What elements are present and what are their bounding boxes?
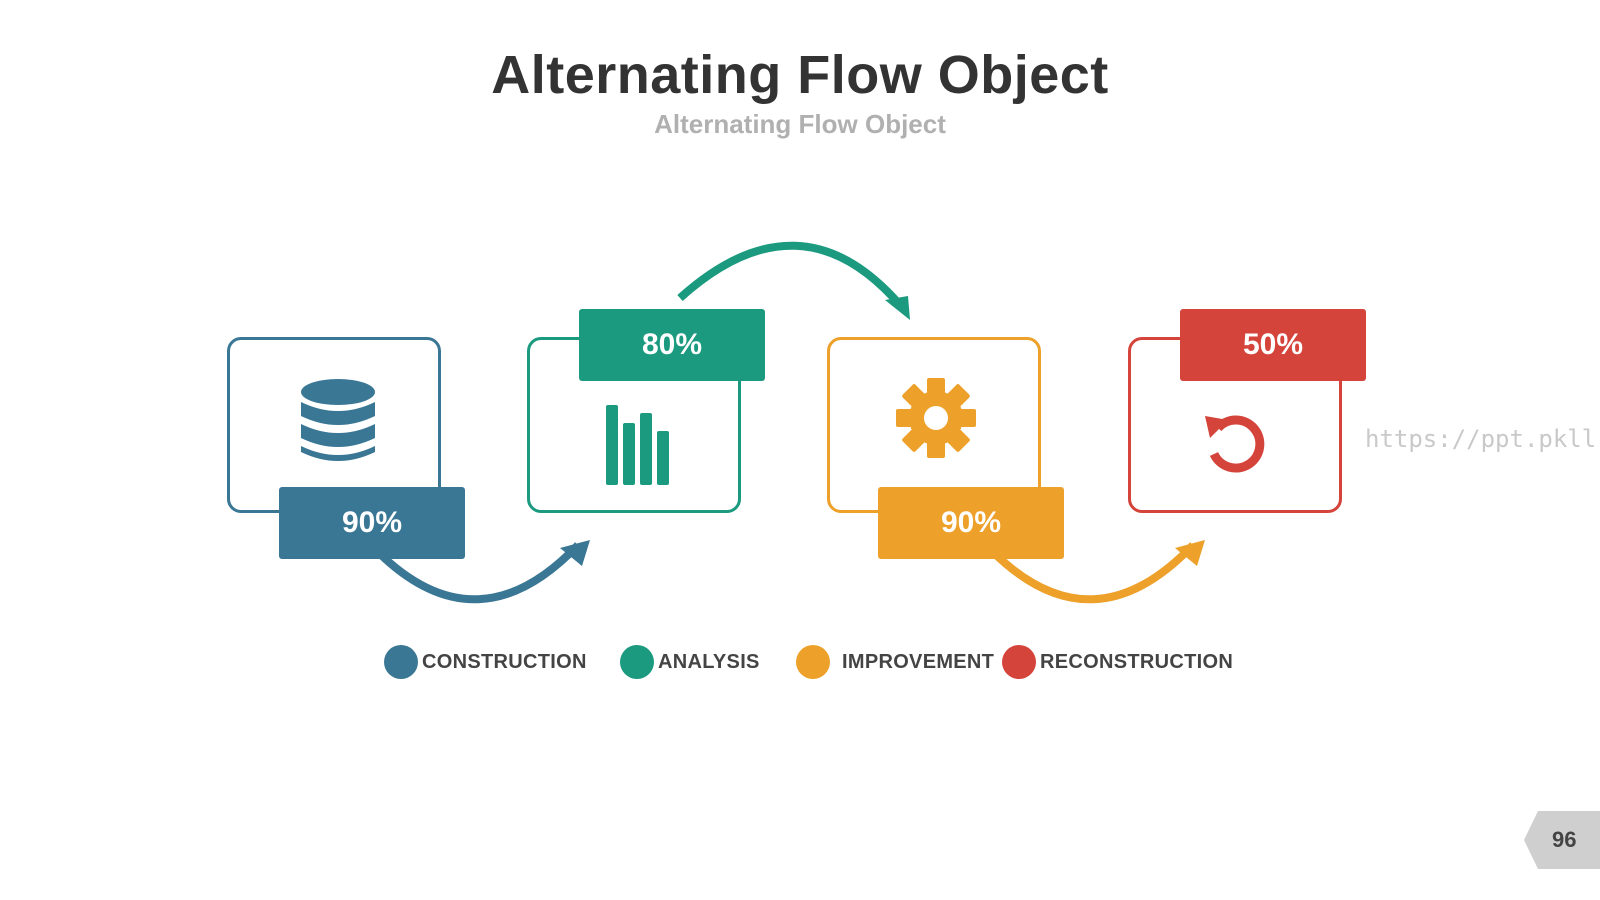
arrow-improvement-to-reconstruction [990, 542, 1196, 604]
bar-chart-icon [606, 405, 669, 485]
step-percent-construction: 90% [279, 487, 465, 559]
legend-item-analysis: ANALYSIS [620, 645, 760, 679]
legend-dot [1002, 645, 1036, 679]
legend-dot [796, 645, 830, 679]
page-number: 96 [1552, 827, 1577, 852]
arrow-analysis-to-improvement [677, 241, 904, 308]
arrow-head-analysis [885, 296, 910, 320]
step-percent-analysis: 80% [579, 309, 765, 381]
legend-item-reconstruction: RECONSTRUCTION [1002, 645, 1233, 679]
arrow-construction-to-analysis [375, 542, 581, 604]
page-number-badge: 96 [1524, 811, 1600, 869]
legend-label: RECONSTRUCTION [1040, 650, 1234, 673]
step-percent-reconstruction: 50% [1180, 309, 1366, 381]
refresh-icon [1205, 415, 1265, 473]
legend-label: ANALYSIS [658, 650, 760, 673]
step-card-construction [227, 337, 441, 513]
page-badge-shape [1524, 811, 1600, 869]
database-icon [301, 379, 375, 461]
slide-subtitle: Alternating Flow Object [654, 109, 946, 139]
step-percent-improvement: 90% [878, 487, 1064, 559]
legend-label: IMPROVEMENT [842, 650, 995, 673]
legend-item-construction: CONSTRUCTION [384, 645, 587, 679]
legend-dot [620, 645, 654, 679]
legend-item-improvement: IMPROVEMENT [796, 645, 994, 679]
legend-dot [384, 645, 418, 679]
slide-title: Alternating Flow Object [491, 45, 1109, 105]
watermark-text: https://ppt.pkll.de [1365, 425, 1600, 453]
arrow-head-construction [560, 540, 590, 566]
legend-label: CONSTRUCTION [422, 650, 587, 673]
arrow-head-improvement [1175, 540, 1205, 566]
gear-icon [896, 378, 976, 458]
